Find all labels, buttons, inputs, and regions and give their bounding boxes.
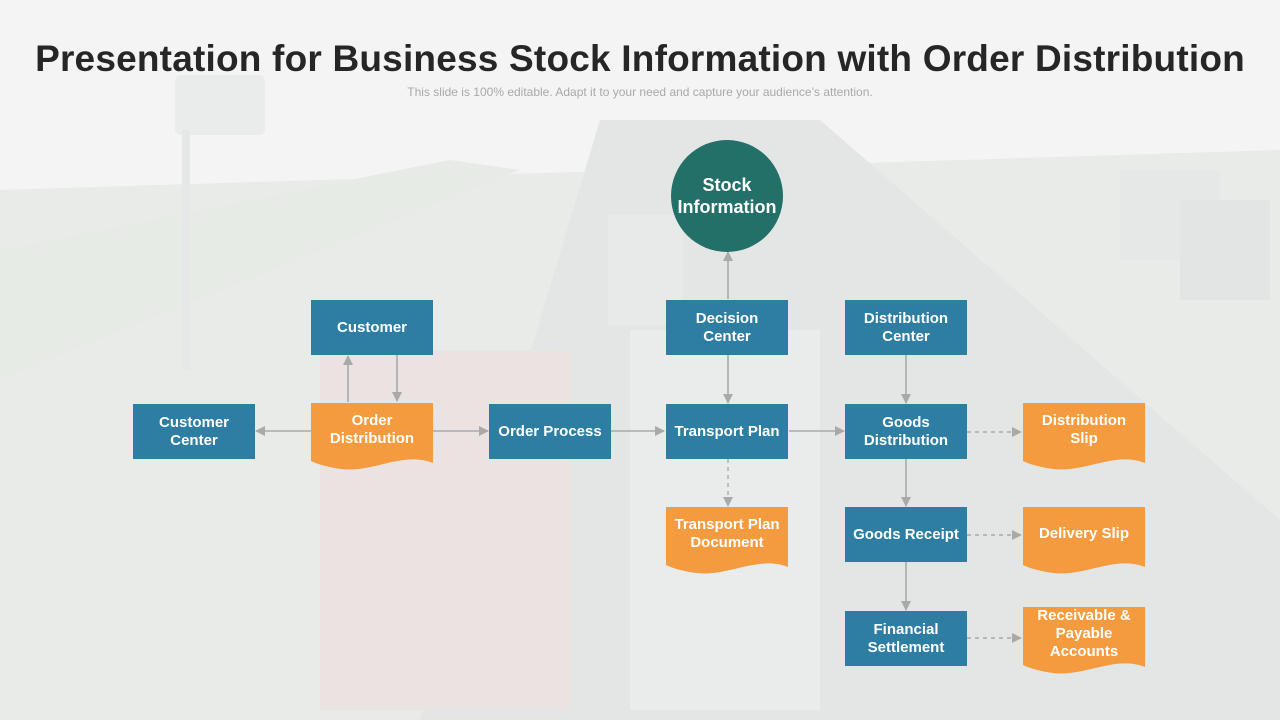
document-shape-icon xyxy=(1023,403,1145,470)
goods-distribution-node[interactable]: Goods Distribution xyxy=(845,404,967,459)
customer-node[interactable]: Customer xyxy=(311,300,433,355)
stock-information-node[interactable]: Stock Information xyxy=(671,140,783,252)
customer-center-node[interactable]: Customer Center xyxy=(133,404,255,459)
financial-settlement-node[interactable]: Financial Settlement xyxy=(845,611,967,666)
decision-center-node[interactable]: Decision Center xyxy=(666,300,788,355)
slide-title: Presentation for Business Stock Informat… xyxy=(35,38,1245,79)
distribution-slip-node[interactable]: Distribution Slip xyxy=(1023,403,1145,475)
slide-subtitle: This slide is 100% editable. Adapt it to… xyxy=(407,85,873,99)
receivable-payable-accounts-node[interactable]: Receivable & Payable Accounts xyxy=(1023,607,1145,679)
distribution-slip-label: Distribution Slip xyxy=(1041,412,1127,447)
transport-plan-node[interactable]: Transport Plan xyxy=(666,404,788,459)
order-distribution-label: Order Distribution xyxy=(329,412,415,447)
goods-receipt-label: Goods Receipt xyxy=(853,525,959,543)
goods-distribution-label: Goods Distribution xyxy=(863,413,949,449)
distribution-center-node[interactable]: Distribution Center xyxy=(845,300,967,355)
transport-plan-document-node[interactable]: Transport Plan Document xyxy=(666,507,788,579)
order-process-label: Order Process xyxy=(498,422,602,440)
customer-label: Customer xyxy=(336,318,407,336)
transport-plan-document-label: Transport Plan Document xyxy=(674,516,780,551)
document-shape-icon xyxy=(666,507,788,574)
document-shape-icon xyxy=(1023,507,1145,574)
distribution-center-label: Distribution Center xyxy=(863,309,949,345)
customer-center-label: Customer Center xyxy=(158,413,229,449)
stock-information-label: Stock Information xyxy=(677,175,777,217)
receivable-payable-accounts-label: Receivable & Payable Accounts xyxy=(1037,607,1131,660)
order-distribution-node[interactable]: Order Distribution xyxy=(311,403,433,475)
transport-plan-label: Transport Plan xyxy=(674,422,780,440)
goods-receipt-node[interactable]: Goods Receipt xyxy=(845,507,967,562)
order-process-node[interactable]: Order Process xyxy=(489,404,611,459)
decision-center-label: Decision Center xyxy=(695,309,759,345)
document-shape-icon xyxy=(1023,607,1145,674)
document-shape-icon xyxy=(311,403,433,470)
delivery-slip-node[interactable]: Delivery Slip xyxy=(1023,507,1145,579)
financial-settlement-label: Financial Settlement xyxy=(867,620,945,656)
delivery-slip-label: Delivery Slip xyxy=(1038,525,1130,542)
